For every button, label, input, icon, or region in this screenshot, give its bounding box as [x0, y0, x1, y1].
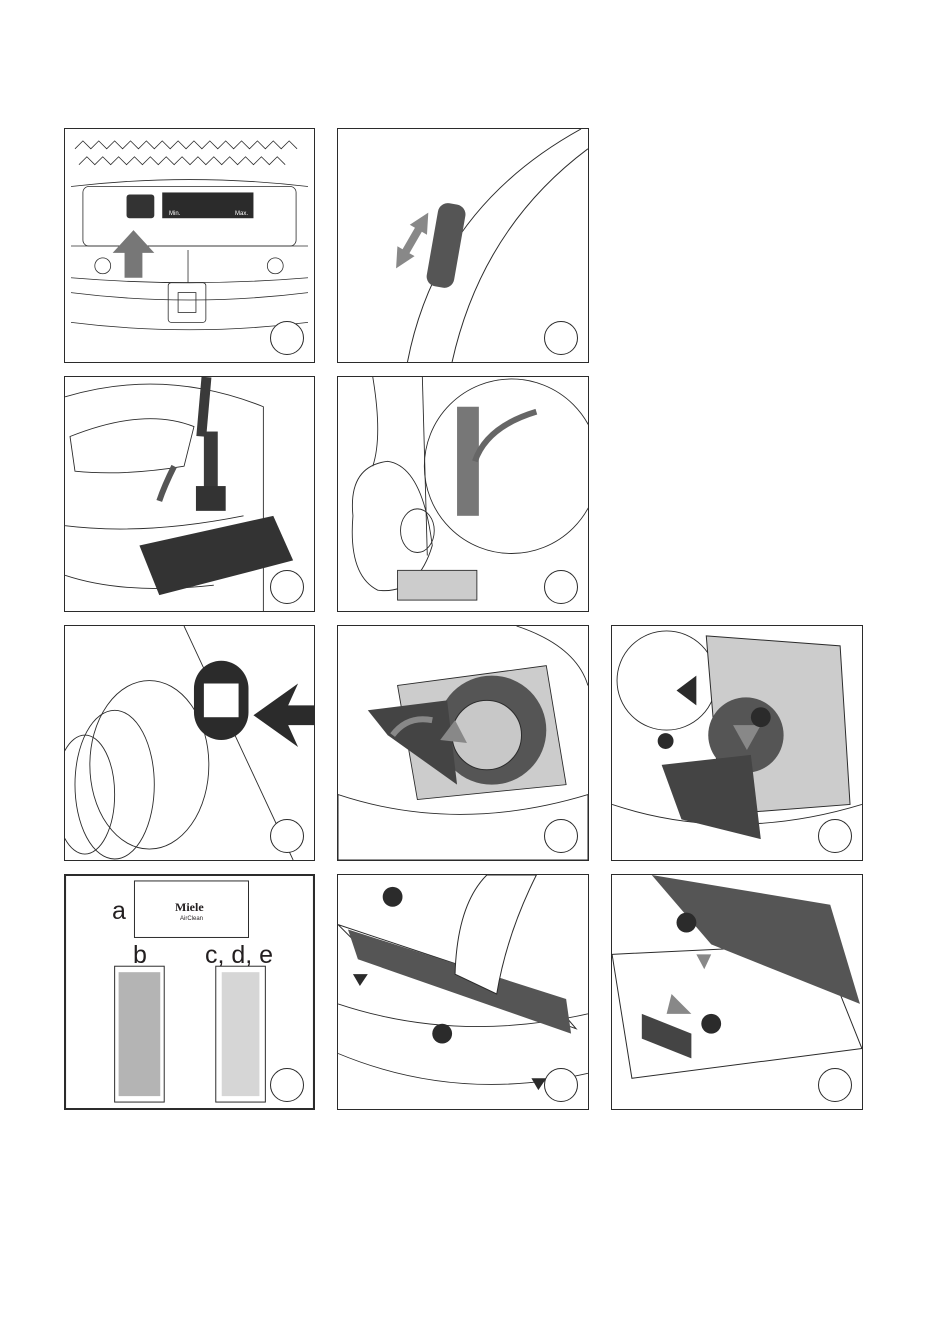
- step-number-badge: [270, 1068, 304, 1102]
- panel-step-5: [64, 625, 315, 861]
- step-marker-2: [701, 1014, 721, 1034]
- panel-step-10: [611, 874, 863, 1110]
- slider-handle: [425, 202, 467, 290]
- airclean-brand: Miele: [175, 900, 204, 915]
- curved-arrow-icon: [475, 412, 536, 462]
- step-number-badge: [270, 321, 304, 355]
- step-marker-1: [677, 913, 697, 933]
- step-marker-1: [751, 707, 771, 727]
- step-number-badge: [544, 321, 578, 355]
- step-number-badge: [544, 1068, 578, 1102]
- arrow-left-icon: [677, 676, 697, 706]
- panel-step-9: [337, 874, 589, 1110]
- indicator-button: [127, 194, 155, 218]
- filter-label-cde: c, d, e: [205, 943, 273, 968]
- filter-label-a: a: [112, 899, 126, 924]
- panel-step-7: [611, 625, 863, 861]
- step-number-badge: [270, 819, 304, 853]
- step-number-badge: [818, 1068, 852, 1102]
- step-marker-1: [383, 887, 403, 907]
- panel-step-2: [337, 128, 589, 363]
- step-number-badge: [270, 570, 304, 604]
- airclean-product: AirClean: [180, 916, 203, 922]
- arrow-up-icon: [113, 230, 155, 278]
- panel-step-1: Min. Max.: [64, 128, 315, 363]
- step-number-badge: [544, 570, 578, 604]
- indicator-min-label: Min.: [169, 211, 180, 217]
- arrow-left-icon: [253, 684, 314, 747]
- filter-label-b: b: [133, 943, 147, 968]
- indicator-max-label: Max.: [235, 211, 248, 217]
- panel-step-3: [64, 376, 315, 612]
- panel-step-6: [337, 625, 589, 861]
- step-marker-2: [432, 1024, 452, 1044]
- step-number-badge: [544, 819, 578, 853]
- panel-step-8: a b c, d, e Miele AirClean: [64, 874, 315, 1110]
- step-number-badge: [818, 819, 852, 853]
- curved-arrow-icon: [159, 466, 174, 501]
- step-marker-2: [658, 733, 674, 749]
- panel-step-4: [337, 376, 589, 612]
- arrow-down-icon: [353, 974, 368, 986]
